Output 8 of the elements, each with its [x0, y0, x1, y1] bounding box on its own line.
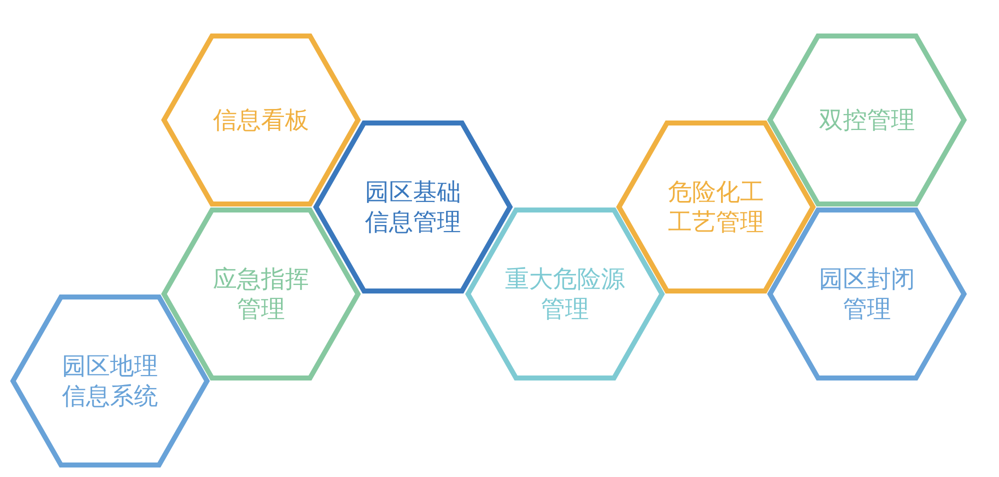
- hexagon-label: 园区基础信息管理: [364, 177, 462, 237]
- hexagon-label: 双控管理: [818, 105, 916, 135]
- hexagon-label: 园区地理信息系统: [61, 351, 159, 411]
- hexagon-label: 重大危险源管理: [504, 264, 626, 324]
- hexagon-label: 园区封闭管理: [818, 264, 916, 324]
- hexagon-label: 危险化工工艺管理: [667, 177, 765, 237]
- hexagon-label: 应急指挥管理: [212, 264, 310, 324]
- hexagon-label: 信息看板: [212, 105, 310, 135]
